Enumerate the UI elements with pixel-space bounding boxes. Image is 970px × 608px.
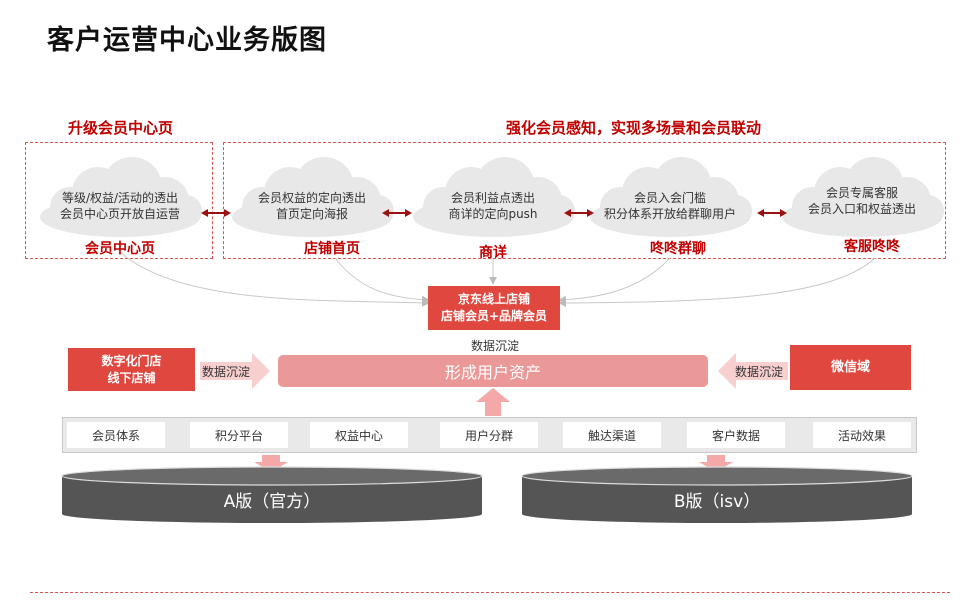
module-points-platform: 积分平台 [190,422,288,448]
cloud-text-shop-home: 会员权益的定向透出 首页定向海报 [257,191,366,221]
arrow-offline-to-asset [200,353,270,389]
arrow-to-a [254,455,288,472]
online-shop-line2: 店铺会员+品牌会员 [440,309,548,323]
arrow-wechat-to-asset [718,353,788,389]
offline-line2: 线下店铺 [107,370,156,385]
module-reach-channel: 触达渠道 [563,422,661,448]
module-benefit-center: 权益中心 [310,422,408,448]
left-section-box [25,142,213,259]
wechat-box: 微信域 [790,345,911,390]
label-member-center: 会员中心页 [85,241,155,257]
offline-store-box: 数字化门店 线下店铺 [68,348,195,391]
link-arrows [201,209,787,217]
module-customer-data: 客户数据 [687,422,785,448]
offline-line1: 数字化门店 [101,353,162,368]
arrow-to-b [699,455,733,472]
platform-a-label: A版（官方） [223,492,321,512]
module-user-segment: 用户分群 [440,422,538,448]
right-section-box [223,142,946,259]
page-title: 客户运营中心业务版图 [47,25,327,56]
connectors [119,251,876,307]
arrow-modules-to-asset [476,388,510,416]
label-customer-service: 客服咚咚 [844,239,900,255]
data-sink-top: 数据沉淀 [471,339,520,353]
data-sink-left: 数据沉淀 [202,365,251,379]
online-shop-line1: 京东线上店铺 [457,292,530,306]
cloud-text-member-center: 等级/权益/活动的透出 会员中心页开放自运营 [59,191,180,221]
right-section-title: 强化会员感知，实现多场景和会员联动 [506,119,762,137]
label-product-detail: 商详 [479,245,507,261]
cloud-text-customer-service: 会员专属客服 会员入口和权益透出 [807,186,916,216]
data-sink-right: 数据沉淀 [735,365,784,379]
user-asset-bar: 形成用户资产 [278,355,708,387]
label-shop-home: 店铺首页 [304,241,360,257]
cloud-text-product-detail: 会员利益点透出 商详的定向push [448,191,538,221]
module-member-system: 会员体系 [67,422,165,448]
left-section-title: 升级会员中心页 [68,119,174,137]
platform-b-label: B版（isv） [673,492,761,512]
label-group-chat: 咚咚群聊 [650,241,706,257]
online-shop-box: 京东线上店铺 店铺会员+品牌会员 [428,286,560,330]
footer-divider [30,592,950,593]
module-activity-effect: 活动效果 [813,422,911,448]
cylinder-a [61,466,483,523]
cloud-text-group-chat: 会员入会门槛 积分体系开放给群聊用户 [603,191,736,221]
cylinder-b [521,466,913,523]
